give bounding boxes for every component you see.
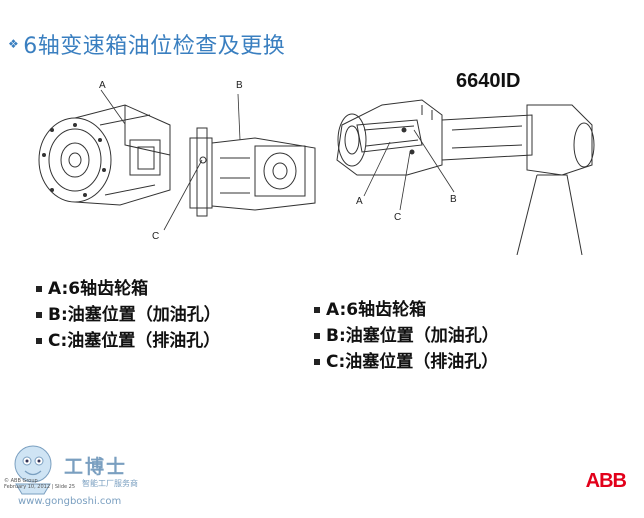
list-item: C:油塞位置（排油孔） [36,328,221,354]
square-bullet-icon [36,286,42,292]
list-item: B:油塞位置（加油孔） [314,323,499,349]
watermark-subtitle: 智能工厂服务商 [82,479,138,488]
label-left-c: C [152,231,160,242]
watermark-url: www.gongboshi.com [18,496,122,507]
leader-line-right-c [399,151,411,211]
footer-info: © ABB Group February 10, 2012 | Slide 25 [4,478,75,490]
leader-line-left-c [163,159,203,231]
label-right-a: A [356,196,363,207]
square-bullet-icon [36,312,42,318]
label-left-b: B [236,80,243,91]
leader-line-left-a [100,89,126,125]
gearbox-drawing-left-side [189,127,316,217]
robot-arm-drawing [336,99,595,255]
square-bullet-icon [314,359,320,365]
footer-date: February 10, 2012 | Slide 25 [4,484,76,490]
leader-line-left-b [237,93,241,141]
square-bullet-icon [314,333,320,339]
label-right-c: C [394,212,402,223]
slide-title: ❖ 6轴变速箱油位检查及更换 [8,28,285,60]
square-bullet-icon [36,338,42,344]
list-item: B:油塞位置（加油孔） [36,302,221,328]
label-left-a: A [99,80,106,91]
mascot-icon [14,445,52,495]
diamond-bullet-icon: ❖ [8,37,20,51]
label-right-b: B [450,194,457,205]
square-bullet-icon [314,307,320,313]
abb-logo: ABB [585,470,627,492]
list-left: A:6轴齿轮箱 B:油塞位置（加油孔） C:油塞位置（排油孔） [36,276,221,354]
list-item: C:油塞位置（排油孔） [314,349,499,375]
list-right: A:6轴齿轮箱 B:油塞位置（加油孔） C:油塞位置（排油孔） [314,297,499,375]
model-label: 6640ID [456,70,521,92]
slide-title-text: 6轴变速箱油位检查及更换 [23,34,286,59]
leader-line-right-b [413,129,455,193]
watermark-title: 工博士 [64,456,128,478]
list-item: A:6轴齿轮箱 [314,297,499,323]
leader-line-right-a [363,141,391,197]
list-item: A:6轴齿轮箱 [36,276,221,302]
gearbox-drawing-left [38,104,171,206]
footer-copyright: © ABB Group [4,478,38,484]
